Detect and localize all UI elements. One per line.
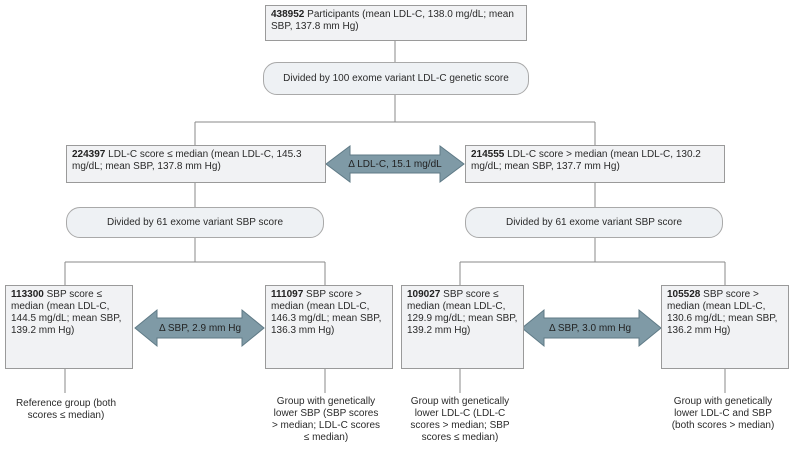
participants-text: Participants (mean LDL-C, 138.0 mg/dL; m… <box>271 9 514 32</box>
g3-box: 109027 SBP score ≤ median (mean LDL-C, 1… <box>401 285 524 369</box>
split-right-pill: Divided by 61 exome variant SBP score <box>465 207 723 238</box>
split-right-label: Divided by 61 exome variant SBP score <box>505 217 682 228</box>
g2-note: Group with genetically lower SBP (SBP sc… <box>271 396 381 443</box>
split1-pill: Divided by 100 exome variant LDL-C genet… <box>263 62 529 95</box>
delta-ldl-label: Δ LDL-C, 15.1 mg/dL <box>348 158 442 170</box>
participants-count: 438952 <box>271 9 305 20</box>
split-left-label: Divided by 61 exome variant SBP score <box>106 217 283 228</box>
g4-note: Group with genetically lower LDL-C and S… <box>671 396 775 431</box>
participants-box: 438952 Participants (mean LDL-C, 138.0 m… <box>265 5 527 41</box>
delta-sbp-right-label: Δ SBP, 3.0 mm Hg <box>548 322 632 334</box>
g3-text: SBP score ≤ median (mean LDL-C, 129.9 mg… <box>407 289 518 336</box>
g4-box: 105528 SBP score > median (mean LDL-C, 1… <box>661 285 789 369</box>
left-ldl-box: 224397 LDL-C score ≤ median (mean LDL-C,… <box>66 145 326 183</box>
left-count: 224397 <box>72 149 106 160</box>
g3-count: 109027 <box>407 289 441 300</box>
g1-text: SBP score ≤ median (mean LDL-C, 144.5 mg… <box>11 289 122 336</box>
left-text: LDL-C score ≤ median (mean LDL-C, 145.3 … <box>72 149 302 172</box>
right-ldl-box: 214555 LDL-C score > median (mean LDL-C,… <box>465 145 725 183</box>
g1-count: 113300 <box>11 289 44 300</box>
g4-count: 105528 <box>667 289 701 300</box>
g2-text: SBP score > median (mean LDL-C, 146.3 mg… <box>271 289 382 336</box>
right-text: LDL-C score > median (mean LDL-C, 130.2 … <box>471 149 701 172</box>
split-left-pill: Divided by 61 exome variant SBP score <box>66 207 324 238</box>
right-count: 214555 <box>471 149 505 160</box>
split1-label: Divided by 100 exome variant LDL-C genet… <box>283 73 509 84</box>
g4-text: SBP score > median (mean LDL-C, 130.6 mg… <box>667 289 778 336</box>
delta-sbp-left-label: Δ SBP, 2.9 mm Hg <box>158 322 242 334</box>
g1-note: Reference group (both scores ≤ median) <box>15 398 117 421</box>
g3-note: Group with genetically lower LDL-C (LDL-… <box>410 396 510 443</box>
delta-ldl-arrow <box>325 145 465 183</box>
g1-box: 113300 SBP score ≤ median (mean LDL-C, 1… <box>5 285 133 369</box>
g2-count: 111097 <box>271 289 304 300</box>
g2-box: 111097 SBP score > median (mean LDL-C, 1… <box>265 285 393 369</box>
delta-sbp-left-arrow <box>134 308 265 348</box>
